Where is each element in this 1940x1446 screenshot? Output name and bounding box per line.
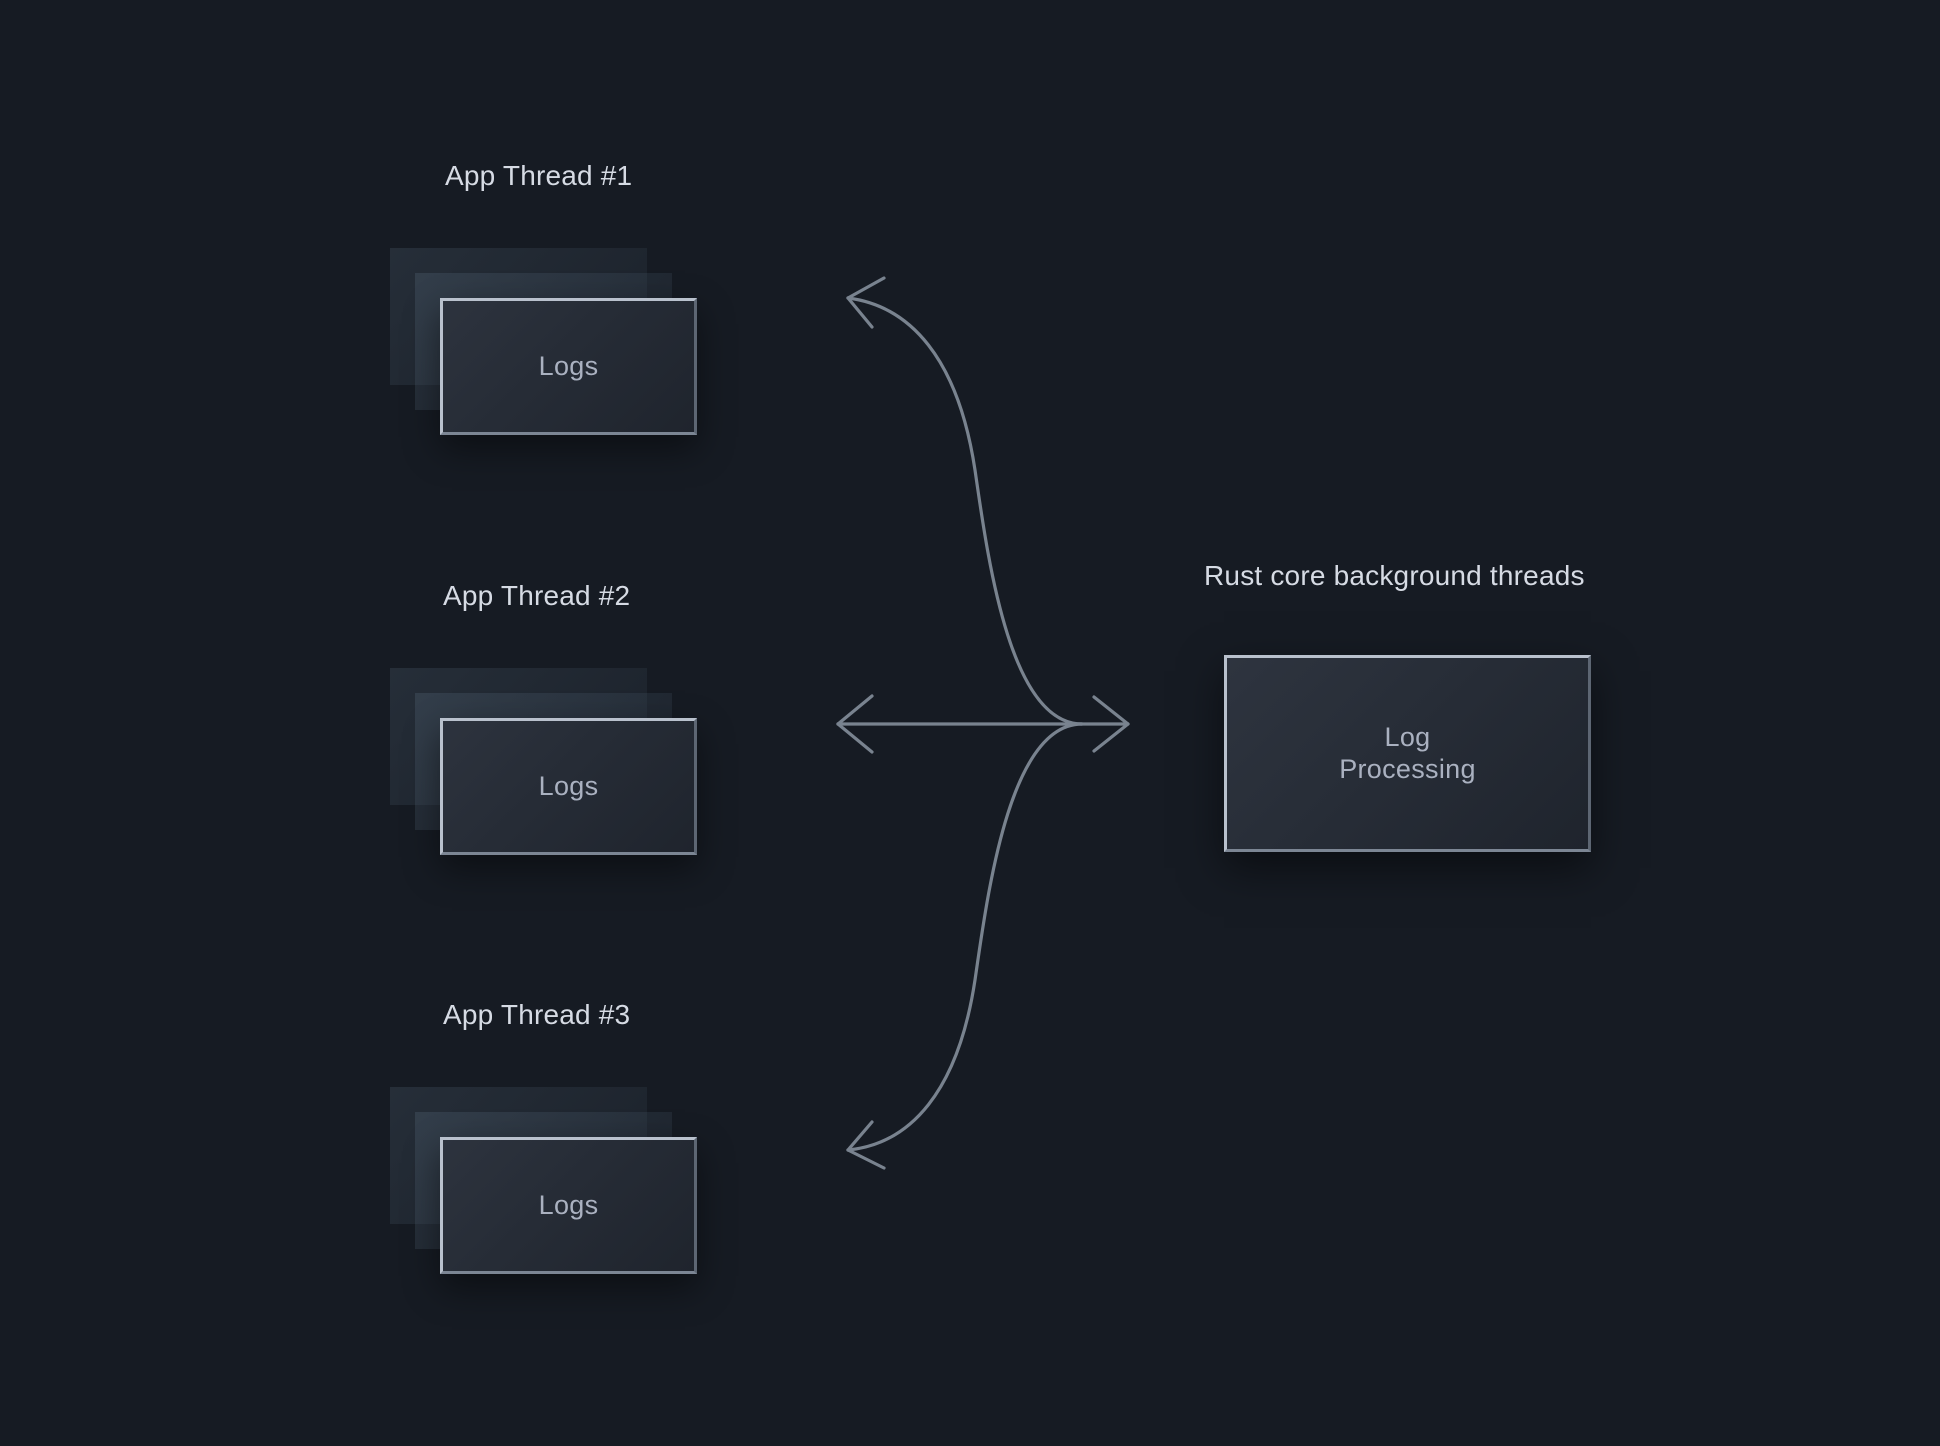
log-card-label: Logs (538, 351, 599, 381)
log-card-front[interactable]: Logs (440, 718, 697, 855)
log-processing-box[interactable]: Log Processing (1224, 655, 1591, 852)
thread-2-log-stack[interactable]: Logs (390, 668, 697, 855)
thread-3-log-stack[interactable]: Logs (390, 1087, 697, 1274)
thread-1-log-stack[interactable]: Logs (390, 248, 697, 435)
arrow-to-thread-1 (846, 276, 1084, 726)
log-card-front[interactable]: Logs (440, 1137, 697, 1274)
log-card-label: Logs (538, 1190, 599, 1220)
log-processing-line-1: Log (1384, 721, 1431, 752)
rust-core-label: Rust core background threads (1204, 560, 1585, 591)
thread-2-label: App Thread #2 (443, 580, 631, 611)
thread-1-label: App Thread #1 (445, 160, 633, 191)
log-card-front[interactable]: Logs (440, 298, 697, 435)
thread-3-label: App Thread #3 (443, 999, 631, 1030)
arrow-to-thread-2 (836, 694, 1130, 754)
log-processing-line-2: Processing (1339, 753, 1476, 784)
log-card-label: Logs (538, 771, 599, 801)
arrow-to-thread-3 (846, 722, 1084, 1170)
